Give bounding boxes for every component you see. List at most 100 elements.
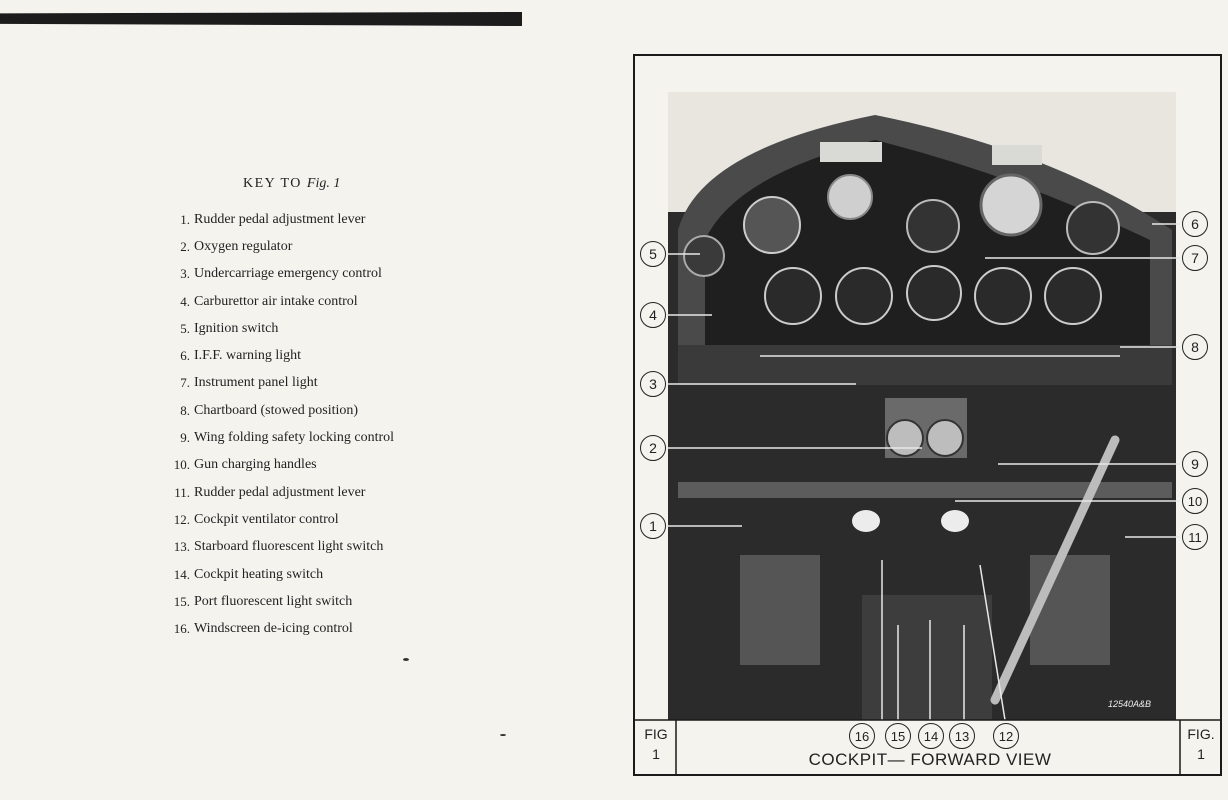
callout-1: 1: [640, 513, 666, 539]
key-item: 1.Rudder pedal adjustment lever: [160, 206, 394, 233]
fig-label-line1: FIG: [644, 726, 668, 742]
key-item: 3.Undercarriage emergency control: [160, 261, 394, 288]
gauge-icon: [906, 265, 962, 321]
key-item-label: Wing folding safety locking control: [194, 430, 395, 446]
gauge-icon: [764, 267, 822, 325]
gauge-icon: [906, 199, 960, 253]
key-item: 7.Instrument panel light: [160, 370, 394, 397]
panel-placard: [820, 142, 882, 162]
gauge-icon: [886, 419, 924, 457]
key-item: 4.Carburettor air intake control: [160, 288, 394, 315]
gun-charging-bar: [678, 482, 1172, 498]
figure-caption: COCKPIT— FORWARD VIEW: [808, 750, 1052, 769]
key-list: 1.Rudder pedal adjustment lever 2.Oxygen…: [160, 206, 394, 643]
key-item-label: Chartboard (stowed position): [194, 402, 359, 418]
key-item: 9.Wing folding safety locking control: [160, 424, 394, 451]
gun-charging-handle: [941, 510, 969, 532]
rudder-pedal-left: [740, 555, 820, 665]
key-item: 6.I.F.F. warning light: [160, 342, 394, 369]
gauge-icon: [974, 267, 1032, 325]
gauge-icon: [835, 267, 893, 325]
callout-14: 14: [918, 723, 944, 749]
key-title-fig: Fig. 1: [306, 176, 341, 191]
key-item-number: 11.: [174, 484, 190, 500]
panel-placard: [992, 145, 1042, 165]
lower-switch-panel: [862, 595, 992, 720]
key-item-number: 2.: [180, 238, 190, 254]
key-item-label: Carburettor air intake control: [194, 293, 358, 309]
fig-label-left: FIG 1: [637, 724, 675, 764]
key-item: 13.Starboard fluorescent light switch: [160, 534, 394, 561]
photo-code: 12540A&B: [1108, 699, 1152, 709]
key-item: 15.Port fluorescent light switch: [160, 588, 394, 615]
gauge-icon: [1066, 201, 1120, 255]
fig-label-right: FIG. 1: [1182, 724, 1220, 764]
key-item: 2.Oxygen regulator: [160, 233, 394, 260]
gauge-icon: [926, 419, 964, 457]
key-item-number: 15.: [173, 593, 190, 609]
chartboard: [678, 345, 1172, 385]
top-rule: [0, 12, 522, 26]
callout-13: 13: [949, 723, 975, 749]
callout-16: 16: [849, 723, 875, 749]
callout-2: 2: [640, 435, 666, 461]
key-item-number: 5.: [180, 320, 190, 336]
key-item-label: Port fluorescent light switch: [194, 593, 353, 609]
callout-11: 11: [1182, 524, 1208, 550]
callout-7: 7: [1182, 245, 1208, 271]
callout-5: 5: [640, 241, 666, 267]
key-item-number: 12.: [173, 511, 190, 527]
key-item-label: Rudder pedal adjustment lever: [194, 211, 366, 227]
key-item-label: Instrument panel light: [194, 375, 318, 391]
key-title-prefix: KEY TO: [243, 176, 302, 191]
key-item-label: Cockpit ventilator control: [194, 511, 339, 527]
fig-label-line2: 1: [652, 746, 660, 762]
key-item-label: Ignition switch: [194, 320, 279, 336]
rudder-pedal-right: [1030, 555, 1110, 665]
key-item-label: Starboard fluorescent light switch: [194, 539, 384, 555]
callout-12: 12: [993, 723, 1019, 749]
key-item-label: I.F.F. warning light: [194, 348, 302, 364]
key-item-number: 13.: [173, 539, 190, 555]
control-column: [990, 435, 1120, 705]
callout-6: 6: [1182, 211, 1208, 237]
gauge-icon: [1044, 267, 1102, 325]
ink-speck: [500, 734, 506, 736]
fig-label-line2: 1: [1197, 746, 1205, 762]
key-item-label: Gun charging handles: [194, 457, 317, 473]
key-item-number: 7.: [180, 375, 190, 391]
callout-10: 10: [1182, 488, 1208, 514]
key-item-number: 14.: [173, 566, 190, 582]
key-item-number: 9.: [180, 430, 190, 446]
key-item-number: 1.: [180, 211, 190, 227]
key-item: 16.Windscreen de-icing control: [160, 615, 394, 642]
gauge-icon: [743, 196, 801, 254]
key-item: 5.Ignition switch: [160, 315, 394, 342]
key-item-label: Oxygen regulator: [194, 238, 293, 254]
ignition-switch-icon: [683, 235, 725, 277]
key-item-number: 4.: [180, 293, 190, 309]
key-item: 10.Gun charging handles: [160, 452, 394, 479]
figure-frame: [633, 54, 1222, 776]
key-item: 8.Chartboard (stowed position): [160, 397, 394, 424]
key-item-number: 3.: [180, 266, 190, 282]
key-item-label: Rudder pedal adjustment lever: [194, 484, 366, 500]
callout-4: 4: [640, 302, 666, 328]
key-item: 12.Cockpit ventilator control: [160, 506, 394, 533]
key-item-number: 10.: [173, 457, 190, 473]
key-item-number: 8.: [180, 402, 190, 418]
key-item-number: 6.: [180, 348, 190, 364]
gauge-icon: [827, 174, 873, 220]
callout-8: 8: [1182, 334, 1208, 360]
callout-3: 3: [640, 371, 666, 397]
gun-charging-handle: [852, 510, 880, 532]
key-item-label: Windscreen de-icing control: [194, 621, 353, 637]
key-title: KEY TO Fig. 1: [243, 176, 340, 192]
key-item: 14.Cockpit heating switch: [160, 561, 394, 588]
key-item: 11.Rudder pedal adjustment lever: [160, 479, 394, 506]
fig-label-line1: FIG.: [1187, 726, 1215, 742]
gauge-icon: [979, 173, 1043, 237]
ink-speck: [403, 658, 409, 661]
callout-15: 15: [885, 723, 911, 749]
